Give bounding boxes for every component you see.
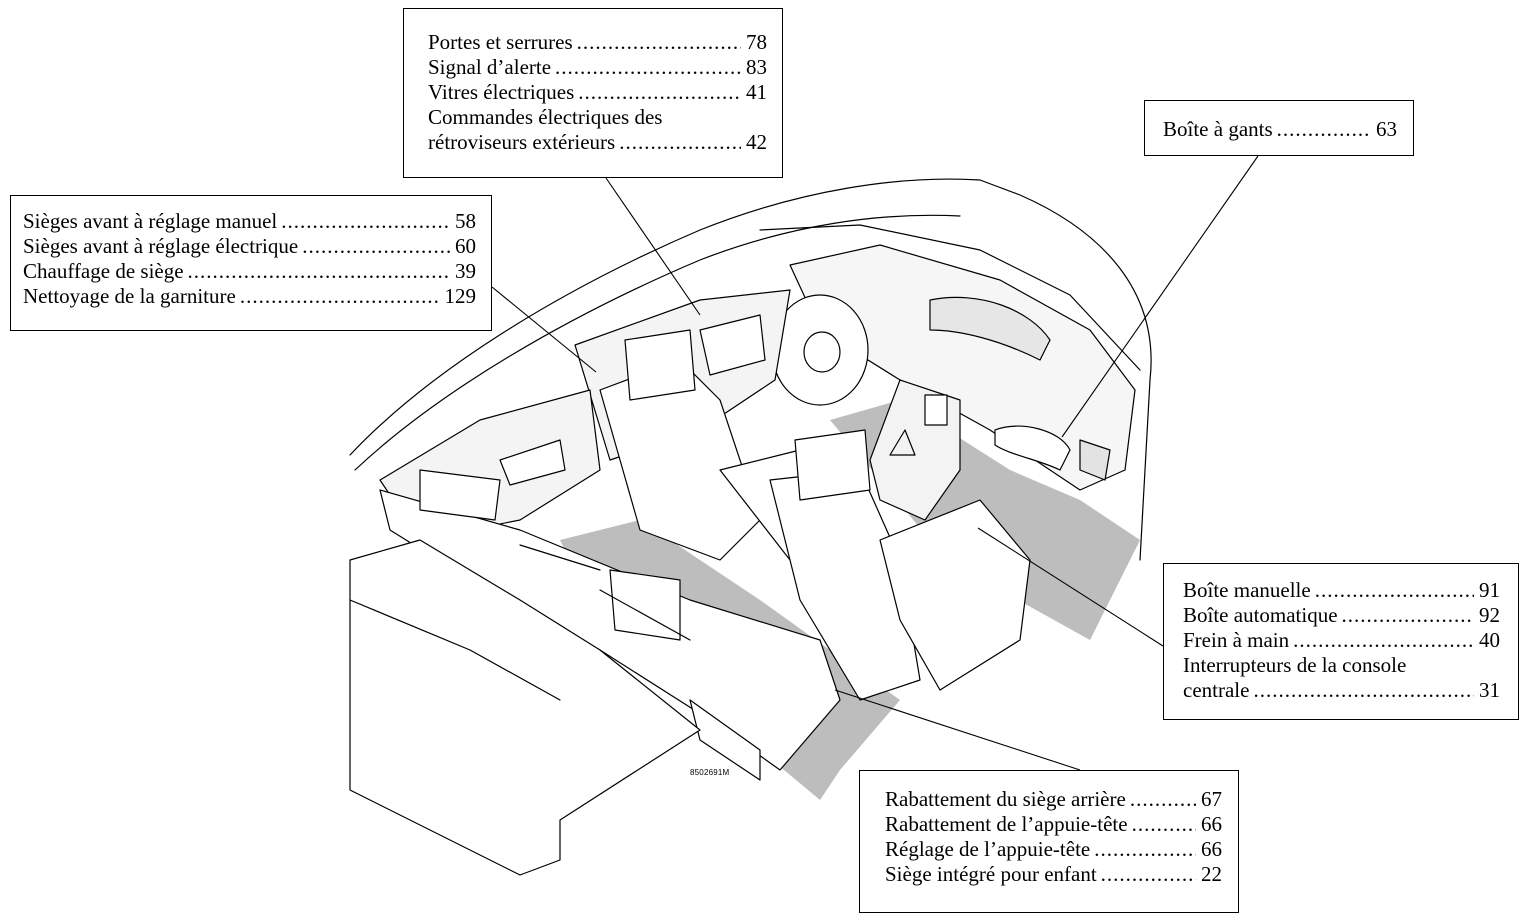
index-entry-first-line: Interrupteurs de la console <box>1183 653 1407 677</box>
callout-console: Boîte manuelle91 Boîte automatique92 Fre… <box>1163 563 1519 720</box>
index-entry[interactable]: Nettoyage de la garniture129 <box>23 284 476 309</box>
index-entry[interactable]: Signal d’alerte83 <box>428 55 767 80</box>
index-entry-first-line: Commandes électriques des <box>428 105 663 129</box>
index-entry[interactable]: rétroviseurs extérieurs42 <box>428 130 767 155</box>
index-entry[interactable]: Vitres électriques41 <box>428 80 767 105</box>
callout-doors: Portes et serrures78 Signal d’alerte83 V… <box>403 8 783 178</box>
index-entry[interactable]: Rabattement de l’appuie-tête66 <box>885 812 1222 837</box>
dashboard <box>789 244 1136 491</box>
index-entry[interactable]: Portes et serrures78 <box>428 30 767 55</box>
index-entry[interactable]: centrale31 <box>1183 678 1500 703</box>
leader-line-glovebox <box>1061 155 1259 438</box>
index-entry[interactable]: Rabattement du siège arrière67 <box>885 787 1222 812</box>
index-entry[interactable]: Boîte automatique92 <box>1183 603 1500 628</box>
leader-line-rear-seat <box>834 689 1081 771</box>
glovebox <box>994 425 1071 471</box>
index-entry[interactable]: Chauffage de siège39 <box>23 259 476 284</box>
index-entry[interactable]: Boîte à gants63 <box>1163 117 1397 142</box>
figure-code: 8502691M <box>690 768 730 777</box>
index-entry[interactable]: Réglage de l’appuie-tête66 <box>885 837 1222 862</box>
cargo-floor <box>349 539 701 876</box>
index-entry[interactable]: Sièges avant à réglage manuel58 <box>23 209 476 234</box>
index-entry[interactable]: Siège intégré pour enfant22 <box>885 862 1222 887</box>
callout-glovebox: Boîte à gants63 <box>1144 100 1414 156</box>
body-outline <box>349 178 1152 561</box>
leader-line-seats <box>491 286 597 373</box>
leader-line-console <box>977 527 1164 647</box>
index-entry[interactable]: Frein à main40 <box>1183 628 1500 653</box>
callout-seats: Sièges avant à réglage manuel58 Sièges a… <box>10 195 492 331</box>
callout-rear-seat: Rabattement du siège arrière67 Rabatteme… <box>859 770 1239 913</box>
leader-line-doors <box>605 177 701 316</box>
index-entry[interactable]: Sièges avant à réglage électrique60 <box>23 234 476 259</box>
index-entry[interactable]: Boîte manuelle91 <box>1183 578 1500 603</box>
